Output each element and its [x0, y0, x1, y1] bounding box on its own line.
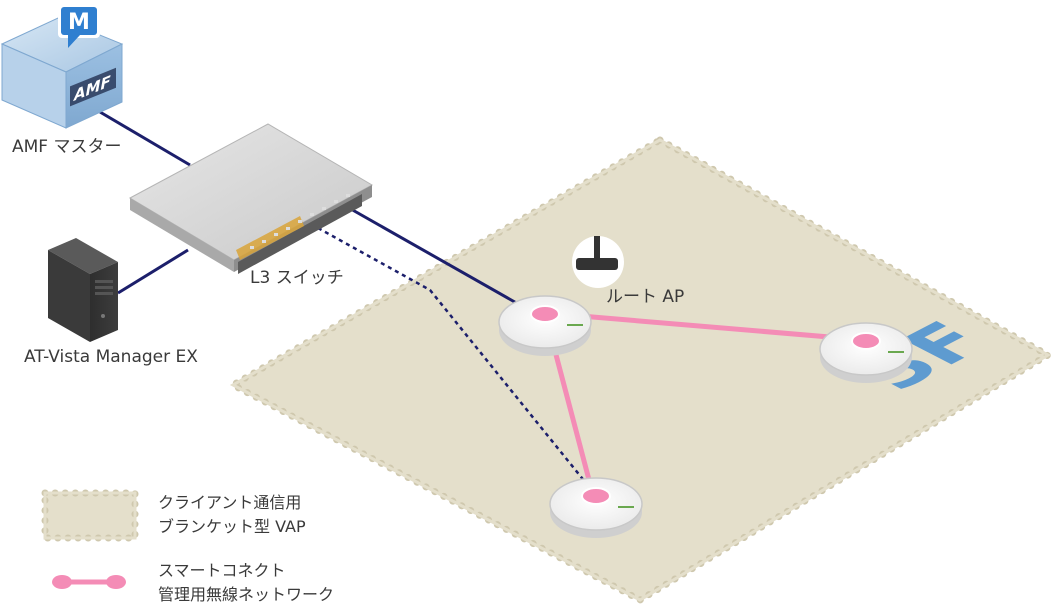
link-switch-ap-dotted — [317, 226, 591, 489]
amf-master-device: AMF M — [0, 4, 124, 129]
root-ap-label: ルート AP — [606, 287, 684, 307]
access-point-icon — [549, 477, 643, 538]
link-switch-vista — [117, 248, 189, 295]
floor-plane — [225, 135, 1053, 605]
legend-smart-line2: 管理用無線ネットワーク — [158, 585, 334, 604]
vista-manager-label: AT-Vista Manager EX — [24, 347, 198, 367]
legend: クライアント通信用 ブランケット型 VAP スマートコネクト 管理用無線ネットワ… — [41, 489, 334, 604]
legend-smart-line1: スマートコネクト — [158, 561, 286, 580]
link-switch-rootap — [334, 198, 521, 307]
amf-badge-icon: M — [58, 4, 100, 48]
access-point-icon — [498, 295, 592, 356]
l3-switch-label: L3 スイッチ — [250, 268, 344, 288]
root-ap-marker-icon — [572, 236, 624, 288]
legend-smart-connect-swatch — [52, 575, 126, 589]
wired-links — [99, 110, 591, 489]
amf-master-label: AMF マスター — [12, 137, 121, 157]
server-icon — [48, 238, 118, 342]
legend-vap-swatch — [41, 489, 139, 542]
link-amf-switch — [99, 110, 191, 167]
access-point-icon — [819, 322, 913, 383]
wireless-link-root-right — [544, 310, 866, 343]
legend-vap-line2: ブランケット型 VAP — [158, 517, 306, 536]
svg-text:M: M — [68, 10, 90, 35]
switch-icon — [128, 123, 374, 274]
legend-vap-line1: クライアント通信用 — [158, 493, 301, 512]
